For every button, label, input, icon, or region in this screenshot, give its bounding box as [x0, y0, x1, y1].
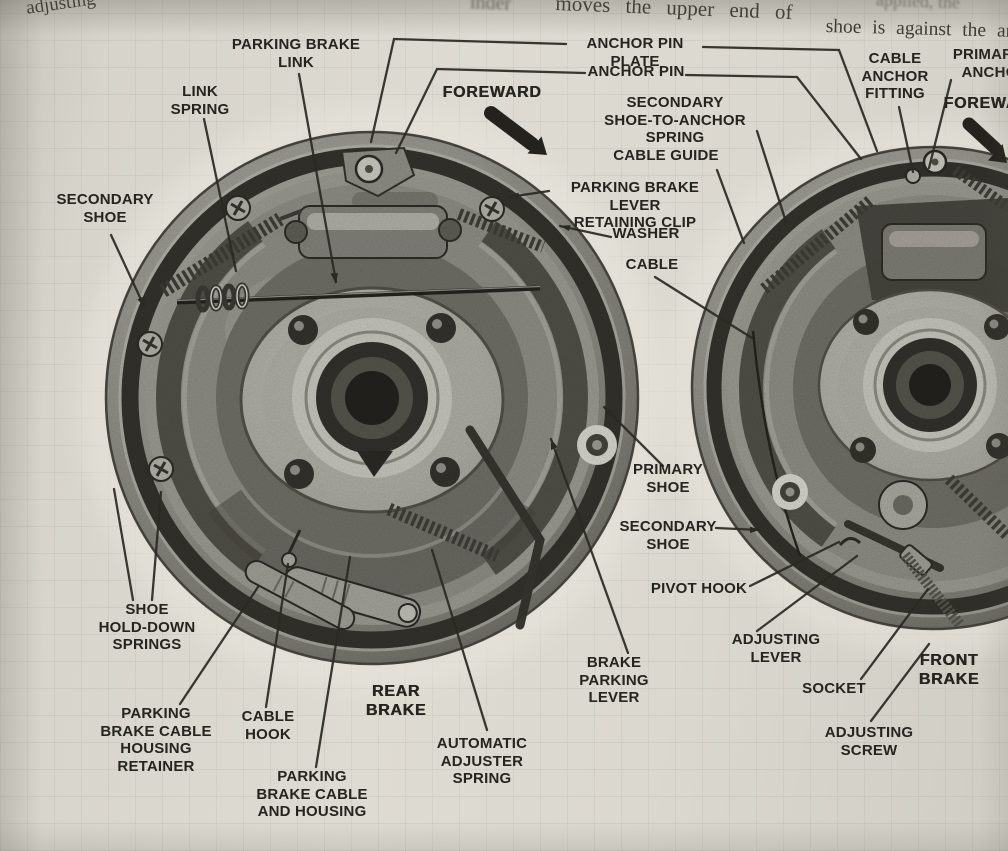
label-parking-brake-cable-and-housing: PARKING BRAKE CABLE AND HOUSING: [256, 768, 368, 821]
foreward-arrow-icon-right: [962, 117, 1007, 163]
label-pivot-hook: PIVOT HOOK: [650, 580, 748, 597]
label-adjusting-lever: ADJUSTING LEVER: [731, 631, 821, 666]
body-text-fragment-center-partial: inder: [469, 0, 512, 15]
leader-parking-brake-link: [297, 72, 338, 284]
label-secondary-shoe-to-anchor-spring: SECONDARY SHOE-TO-ANCHOR SPRING: [604, 94, 746, 147]
leader-cable-hook: [264, 562, 290, 709]
label-brake-parking-lever: BRAKE PARKING LEVER: [579, 654, 649, 707]
leader-cable-and-housing: [314, 555, 352, 769]
label-shoe-hold-down-springs: SHOE HOLD-DOWN SPRINGS: [98, 601, 196, 654]
leader-primary-shoe-anchor: [927, 78, 953, 170]
label-socket: SOCKET: [802, 680, 866, 697]
label-secondary-shoe-front: SECONDARY SHOE: [619, 518, 717, 553]
label-secondary-shoe-rear: SECONDARY SHOE: [56, 191, 154, 226]
leader-anchor-pin-plate-left: [369, 37, 568, 144]
label-parking-brake-lever-retaining-clip: PARKING BRAKE LEVER RETAINING CLIP: [570, 179, 700, 232]
leader-hold-down-b: [150, 490, 163, 602]
leader-socket: [859, 587, 930, 681]
label-anchor-pin-plate: ANCHOR PIN PLATE: [586, 35, 684, 70]
leader-link-spring: [202, 117, 238, 273]
leader-brake-parking-lever: [549, 437, 630, 655]
leader-anchor-pin-left: [394, 67, 587, 155]
label-automatic-adjuster-spring: AUTOMATIC ADJUSTER SPRING: [436, 735, 528, 788]
leader-pivot-hook: [748, 540, 841, 588]
leader-primary-shoe: [602, 405, 665, 468]
leader-cable-guide: [715, 168, 746, 245]
label-foreward-front: FOREWARD: [943, 95, 1008, 112]
leader-hold-down-a: [112, 487, 135, 602]
label-primary-shoe: PRIMARY SHOE: [632, 461, 703, 496]
leader-adjuster-spring: [430, 548, 489, 732]
label-washer: WASHER: [612, 225, 680, 242]
label-cable-hook: CABLE HOOK: [241, 708, 295, 743]
leader-secondary-shoe-left: [109, 233, 146, 308]
rear-brake-drum-photo: [78, 104, 666, 692]
leader-housing-retainer: [178, 585, 260, 706]
leader-adjusting-lever: [755, 554, 859, 633]
label-cable-guide: CABLE GUIDE: [613, 147, 719, 164]
leader-shoe-to-anchor-spring: [755, 129, 788, 224]
label-cable-anchor-fitting: CABLE ANCHOR FITTING: [861, 50, 929, 103]
label-link-spring: LINK SPRING: [170, 83, 230, 118]
leader-adjusting-screw: [869, 642, 931, 723]
foreward-arrow-icon-left: [484, 106, 547, 155]
leader-anchor-pin-right: [684, 73, 863, 161]
leader-anchor-pin-plate-right: [701, 45, 879, 153]
label-cable: CABLE: [625, 256, 679, 273]
label-adjusting-screw: ADJUSTING SCREW: [824, 724, 914, 759]
front-brake-drum-photo: [665, 120, 1008, 656]
leader-arrowheads: [137, 192, 760, 533]
label-parking-brake-link: PARKING BRAKE LINK: [231, 36, 361, 71]
leader-cable-anchor-fitting: [897, 105, 915, 174]
label-anchor-pin: ANCHOR PIN: [587, 63, 685, 80]
label-primary-shoe-to-anchor-spring-cut: PRIMARY S ANCHOR: [952, 46, 1008, 81]
leader-cable: [653, 275, 754, 340]
label-front-brake-title: FRONT BRAKE: [918, 652, 980, 688]
label-parking-brake-cable-housing-retainer: PARKING BRAKE CABLE HOUSING RETAINER: [100, 705, 212, 776]
label-foreward-rear: FOREWARD: [442, 84, 542, 101]
label-rear-brake-title: REAR BRAKE: [365, 683, 427, 719]
